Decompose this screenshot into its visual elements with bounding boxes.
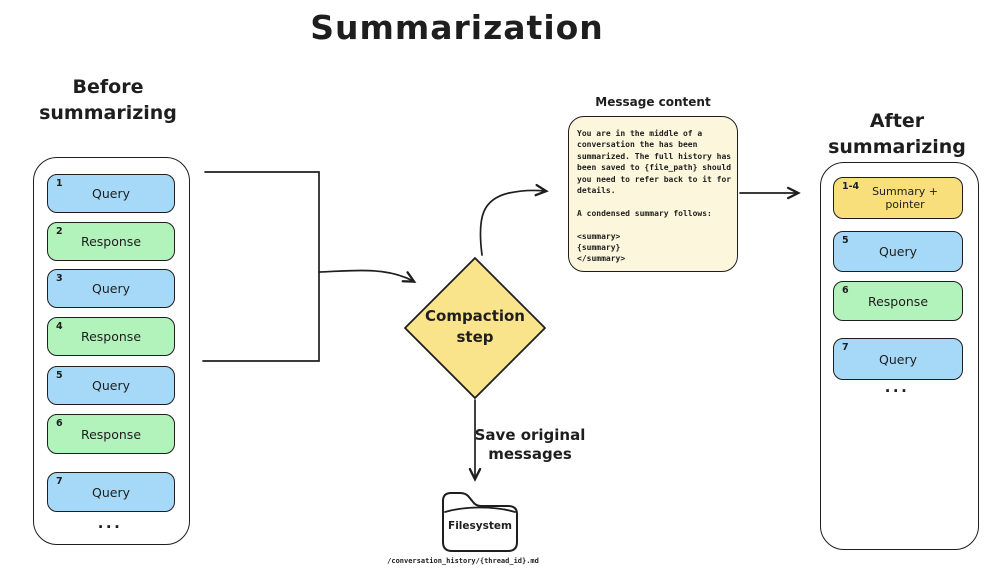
message-item: 5 Query — [833, 231, 963, 272]
message-item: 1-4 Summary + pointer — [833, 177, 963, 219]
message-item: 7 Query — [47, 472, 175, 512]
folder-icon — [442, 492, 518, 552]
message-label: Query — [92, 186, 130, 201]
after-column-label: After summarizing — [828, 110, 966, 158]
compaction-step-label: Compaction step — [425, 307, 525, 346]
message-content-box — [568, 116, 738, 272]
message-number: 1 — [56, 178, 63, 189]
message-number: 1-4 — [842, 181, 860, 192]
message-number: 5 — [842, 235, 849, 246]
compaction-diamond — [404, 257, 546, 399]
message-label: Response — [80, 426, 142, 442]
after-ellipsis: ... — [884, 378, 910, 396]
message-item: 6 Response — [47, 414, 175, 454]
message-item: 4 Response — [47, 317, 175, 356]
message-number: 6 — [842, 285, 849, 296]
message-label: Response — [867, 293, 929, 309]
message-content-title: Message content — [595, 95, 711, 109]
page-title: Summarization — [310, 8, 604, 47]
arrow-to-compaction — [318, 269, 417, 283]
message-label: Query — [92, 484, 130, 500]
message-label: Query — [92, 378, 130, 393]
message-number: 5 — [56, 370, 63, 381]
before-ellipsis: ... — [97, 514, 123, 532]
before-column-label: Before summarizing — [39, 76, 177, 124]
save-original-messages-label: Save original messages — [474, 426, 586, 463]
messages-1-4-bracket — [202, 171, 320, 362]
message-content-body: You are in the middle of a conversation … — [577, 129, 732, 264]
message-label: Query — [879, 351, 917, 367]
message-label: Query — [879, 244, 917, 259]
message-item: 6 Response — [833, 281, 963, 321]
message-number: 7 — [56, 476, 63, 487]
message-label: Query — [92, 281, 130, 296]
message-item: 3 Query — [47, 269, 175, 308]
message-item: 7 Query — [833, 338, 963, 380]
message-label: Summary + pointer — [872, 185, 938, 211]
message-number: 2 — [56, 226, 63, 237]
message-number: 7 — [842, 342, 849, 353]
arrow-compaction-to-message — [479, 183, 549, 256]
message-item: 2 Response — [47, 222, 175, 261]
message-number: 4 — [56, 321, 63, 332]
folder-fold-line — [444, 506, 516, 513]
filesystem-label: Filesystem — [448, 520, 512, 532]
message-number: 3 — [56, 273, 63, 284]
message-number: 6 — [56, 418, 63, 429]
filesystem-path: /conversation_history/{thread_id}.md — [387, 557, 539, 565]
message-label: Response — [80, 329, 142, 344]
message-item: 1 Query — [47, 174, 175, 213]
message-item: 5 Query — [47, 366, 175, 405]
message-label: Response — [80, 234, 142, 249]
